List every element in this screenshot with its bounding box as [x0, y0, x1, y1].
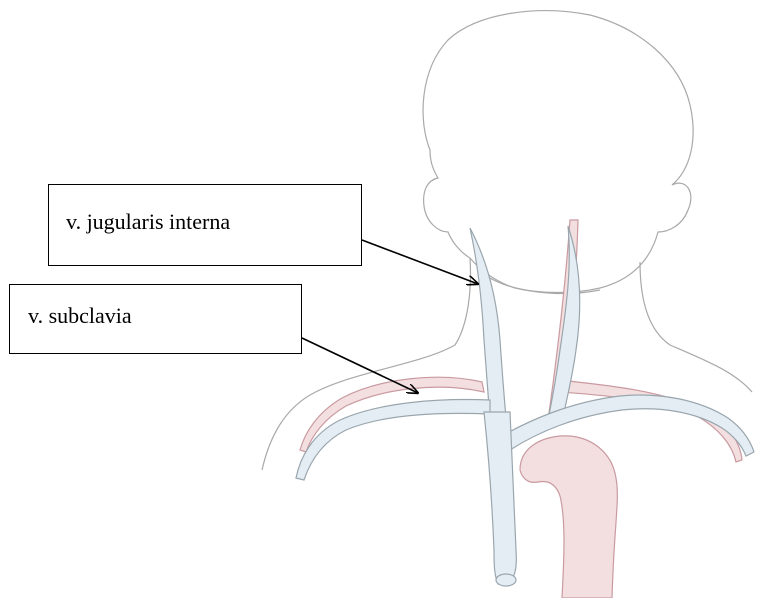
subclavia-label: v. subclavia	[28, 303, 132, 328]
subclavia-arrow	[302, 338, 418, 393]
head-outline	[423, 11, 693, 293]
right-internal-jugular-vein	[470, 228, 506, 420]
jugularis-label-box: v. jugularis interna	[48, 184, 362, 266]
vena-cava-opening	[496, 574, 516, 586]
subclavia-label-box: v. subclavia	[9, 284, 302, 354]
veins	[296, 226, 754, 586]
left-internal-jugular-vein	[548, 226, 580, 424]
neck-right-outline	[640, 262, 752, 392]
jugularis-arrow	[362, 240, 478, 284]
aortic-arch	[520, 436, 617, 598]
jugularis-label: v. jugularis interna	[66, 209, 230, 234]
superior-vena-cava	[484, 412, 516, 584]
